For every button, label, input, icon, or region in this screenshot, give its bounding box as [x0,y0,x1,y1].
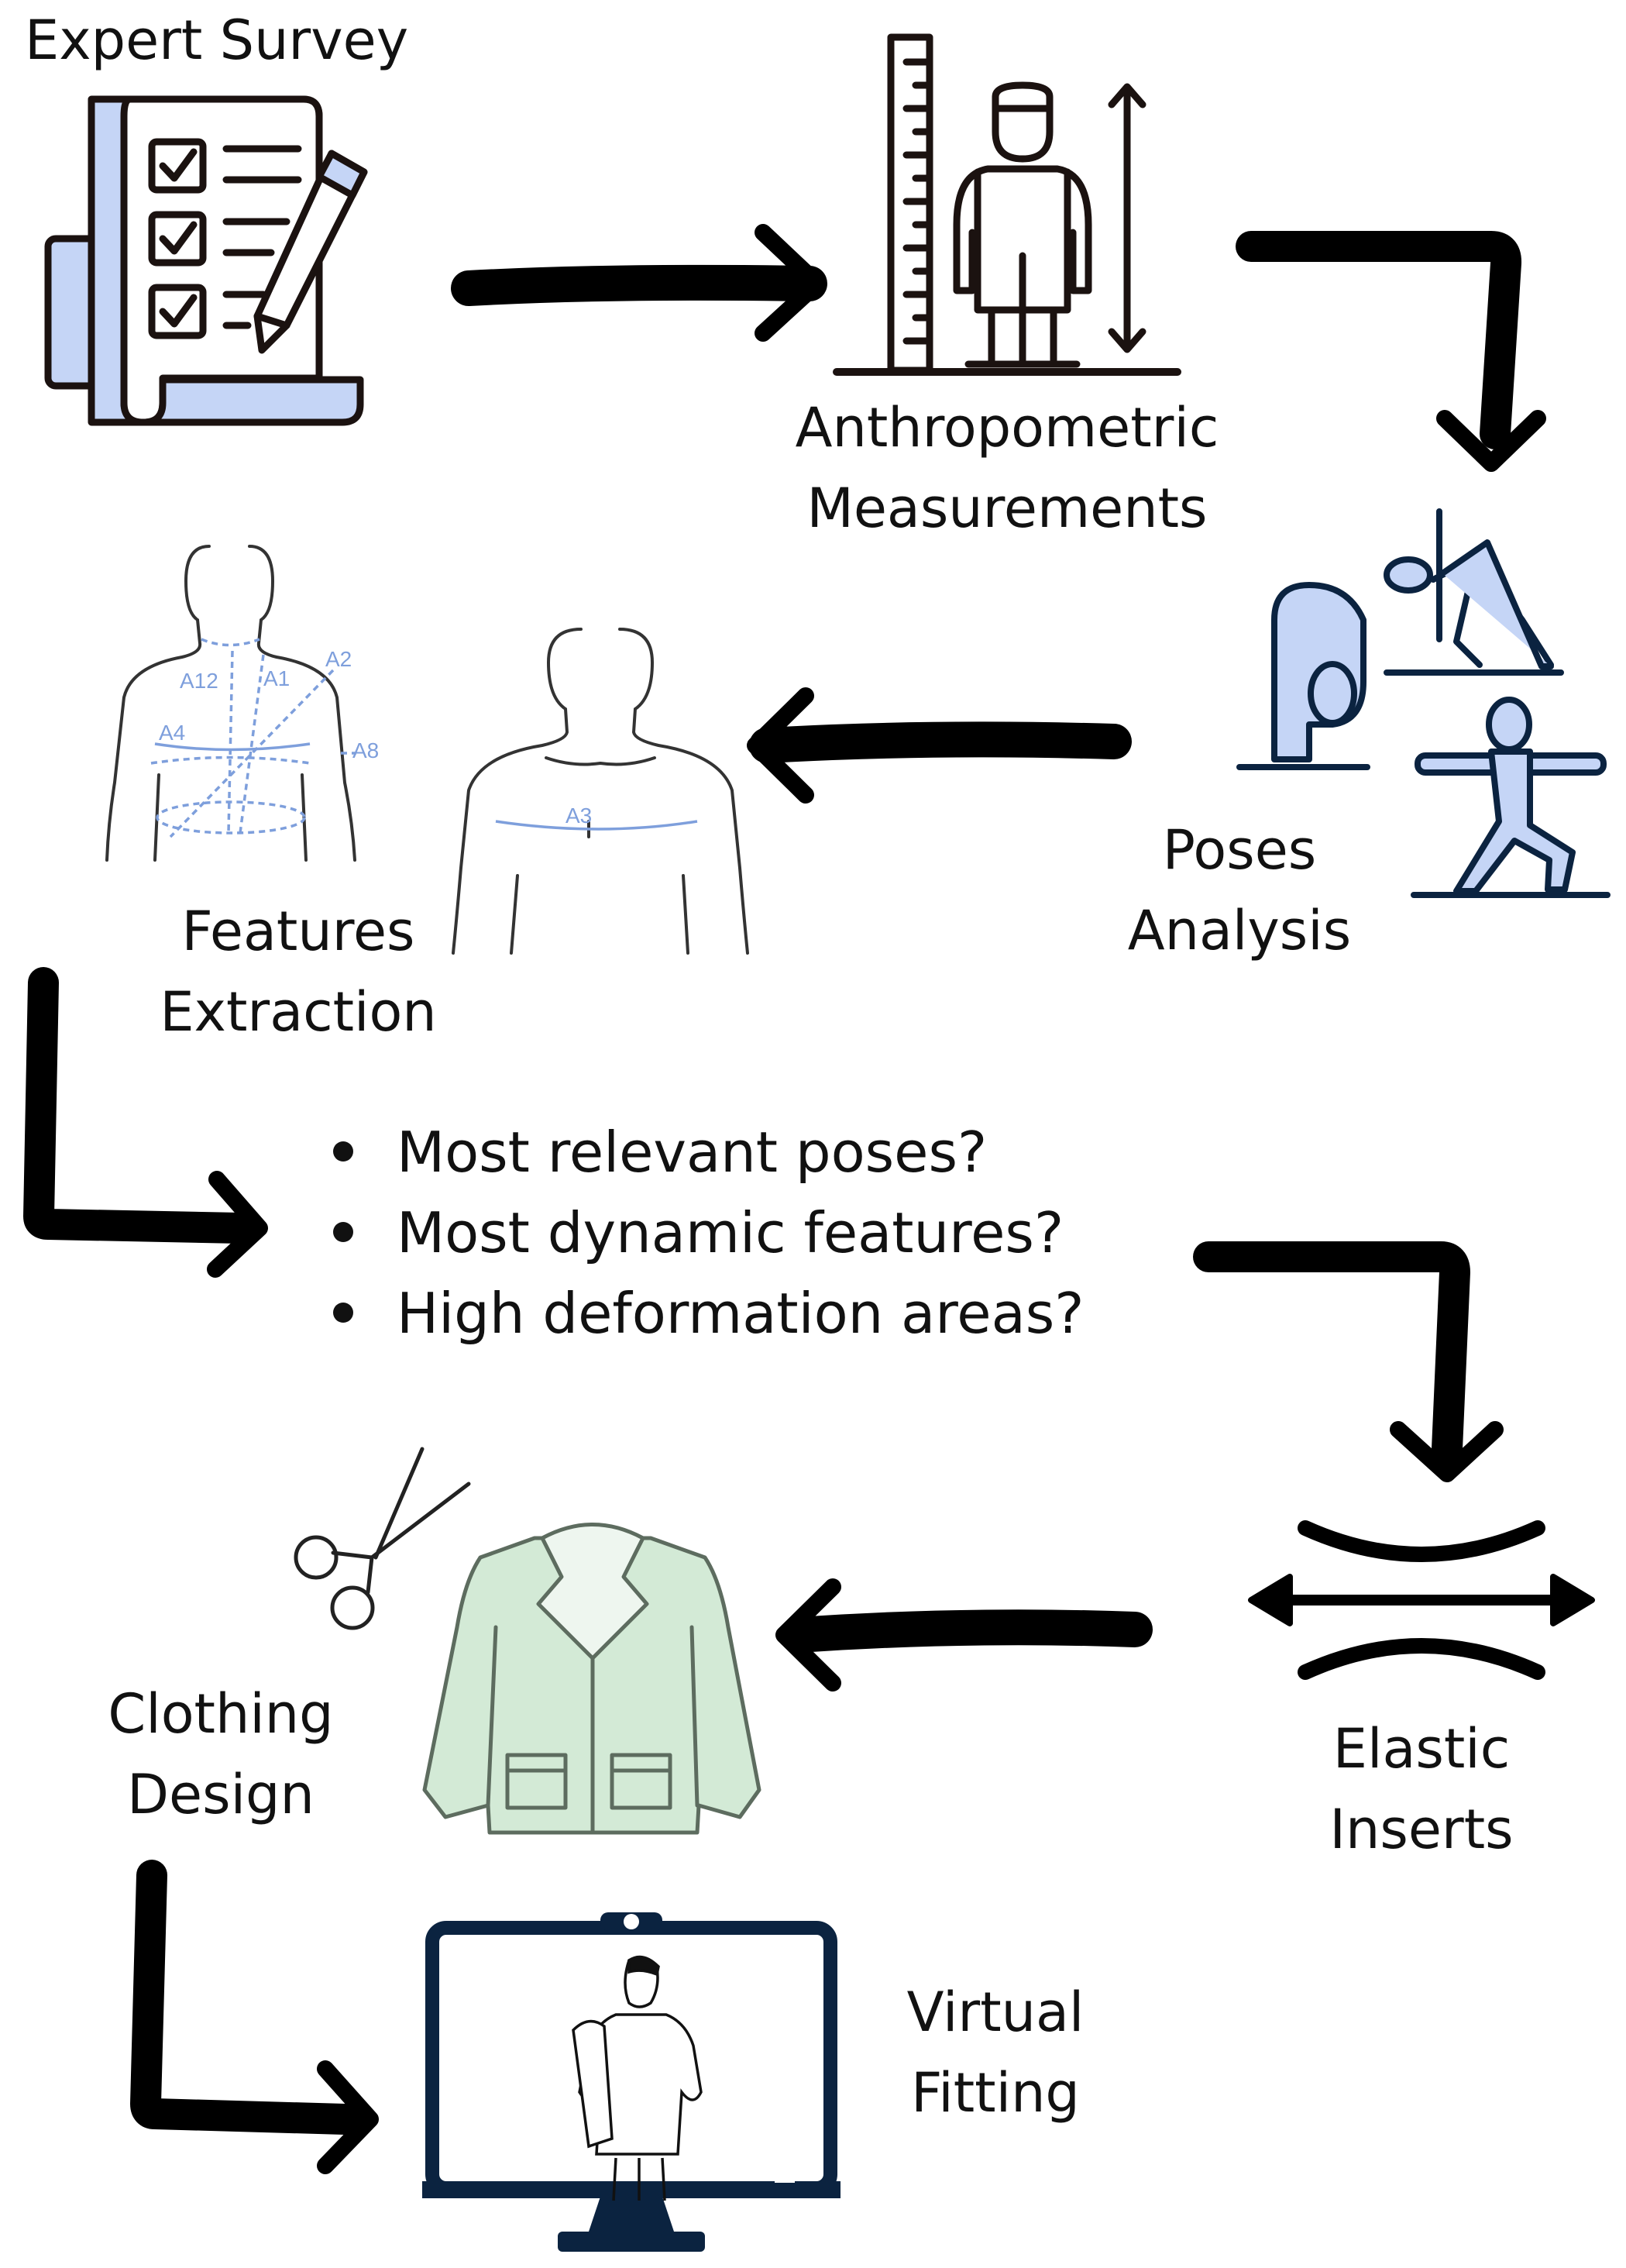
yoga-poses-icon [1236,508,1611,898]
mark-a2: A2 [325,647,352,671]
height-measurement-icon [833,33,1181,376]
flow-arrow-5 [1193,1241,1504,1482]
anthropometric-line-2: Measurements [806,477,1208,540]
label-features-extraction: Features Extraction [147,891,449,1052]
label-virtual-fitting: Virtual Fitting [875,1972,1116,2133]
virtual-line-1: Virtual [906,1981,1085,2044]
question-item: Most dynamic features? [333,1193,1084,1273]
label-clothing-design: Clothing Design [77,1674,364,1835]
flow-arrow-1 [451,224,827,342]
flow-arrow-6 [775,1578,1153,1692]
elastic-line-1: Elastic [1332,1717,1511,1781]
virtual-line-2: Fitting [911,2061,1080,2125]
mark-a3: A3 [565,804,592,828]
poses-line-1: Poses [1162,818,1317,882]
body-measurement-lines-icon: A12 A1 A2 A4 A8 A3 [105,545,749,955]
expert-survey-text: Expert Survey [25,9,409,72]
mark-a8: A8 [352,738,379,762]
label-expert-survey: Expert Survey [25,0,408,81]
question-item: High deformation areas? [333,1273,1084,1354]
poses-line-2: Analysis [1127,899,1352,962]
flow-arrow-2 [1236,231,1546,472]
anthropometric-line-1: Anthropometric [795,396,1219,459]
label-anthropometric: Anthropometric Measurements [767,387,1247,549]
question-list: Most relevant poses? Most dynamic featur… [333,1112,1084,1354]
elastic-line-2: Inserts [1329,1798,1514,1861]
label-poses-analysis: Poses Analysis [1108,810,1371,971]
jacket-scissors-icon [294,1447,761,1835]
elastic-stretch-icon [1248,1520,1595,1680]
flow-arrow-3 [747,687,1132,804]
label-elastic-inserts: Elastic Inserts [1286,1709,1557,1870]
question-item: Most relevant poses? [333,1112,1084,1193]
clothing-line-2: Design [127,1763,315,1826]
mark-a12: A12 [180,669,218,693]
monitor-fitting-icon [422,1912,841,2252]
mark-a4: A4 [159,721,185,745]
mark-a1: A1 [263,666,290,690]
features-line-1: Features [181,900,415,963]
clothing-line-1: Clothing [108,1682,334,1746]
flow-arrow-7 [130,1860,379,2174]
survey-checklist-icon [44,95,368,426]
features-line-2: Extraction [160,980,437,1044]
flow-arrow-4 [23,967,268,1278]
